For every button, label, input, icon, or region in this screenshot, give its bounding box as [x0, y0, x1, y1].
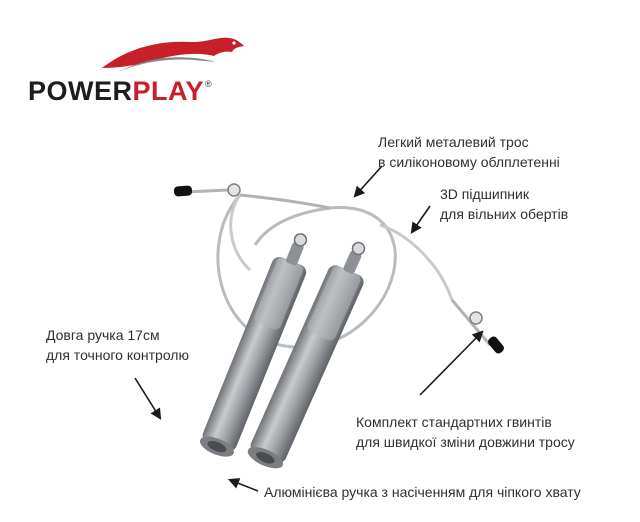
callout-arrows [134, 165, 484, 492]
callout-long-handle: Довга ручка 17см для точного контролю [46, 325, 189, 365]
callout-long-handle-line1: Довга ручка 17см [46, 327, 160, 343]
cable-tip-icon [173, 185, 193, 197]
cable-tip-icon [488, 336, 504, 354]
steel-cable [216, 193, 454, 349]
arrow-cable [353, 165, 383, 198]
handle-right [247, 241, 366, 469]
brand-wordmark: POWERPLAY® [28, 76, 212, 107]
callout-long-handle-line2: для точного контролю [46, 347, 189, 363]
screw-stopper-icon [227, 183, 241, 197]
cable-end-right [450, 299, 504, 354]
callout-screws-line1: Комплект стандартних гвинтів [356, 414, 552, 430]
callout-cable: Легкий металевий трос в силіконовому обл… [378, 132, 560, 172]
brand-name-part2: PLAY [132, 76, 205, 106]
cable-end-left [173, 183, 241, 197]
callout-cable-line1: Легкий металевий трос [378, 134, 529, 150]
bearing-icon [293, 233, 308, 247]
handle-left [199, 233, 308, 457]
callout-screws: Комплект стандартних гвинтів для швидкої… [356, 412, 575, 452]
callout-aluminum-handle-line1: Алюмінієва ручка з насіченням для чіпког… [264, 484, 581, 500]
panther-icon [102, 37, 244, 72]
arrow-long-handle [134, 377, 162, 420]
callout-bearing-line2: для вільних обертів [440, 206, 569, 222]
callout-aluminum-handle: Алюмінієва ручка з насіченням для чіпког… [264, 482, 581, 502]
brand-logo: POWERPLAY® [28, 28, 244, 108]
arrow-aluminum-handle [227, 478, 259, 492]
bearing-icon [351, 241, 366, 256]
callout-bearing-line1: 3D підшипник [440, 186, 529, 202]
arrow-screws [419, 330, 484, 396]
callout-bearing: 3D підшипник для вільних обертів [440, 184, 568, 224]
brand-name-part1: POWER [28, 76, 133, 106]
screw-stopper-icon [469, 311, 483, 325]
callout-cable-line2: в силіконовому облплетенні [378, 154, 560, 170]
registered-mark: ® [205, 79, 213, 89]
callout-screws-line2: для швидкої зміни довжини тросу [356, 434, 575, 450]
arrow-bearing [410, 205, 431, 234]
